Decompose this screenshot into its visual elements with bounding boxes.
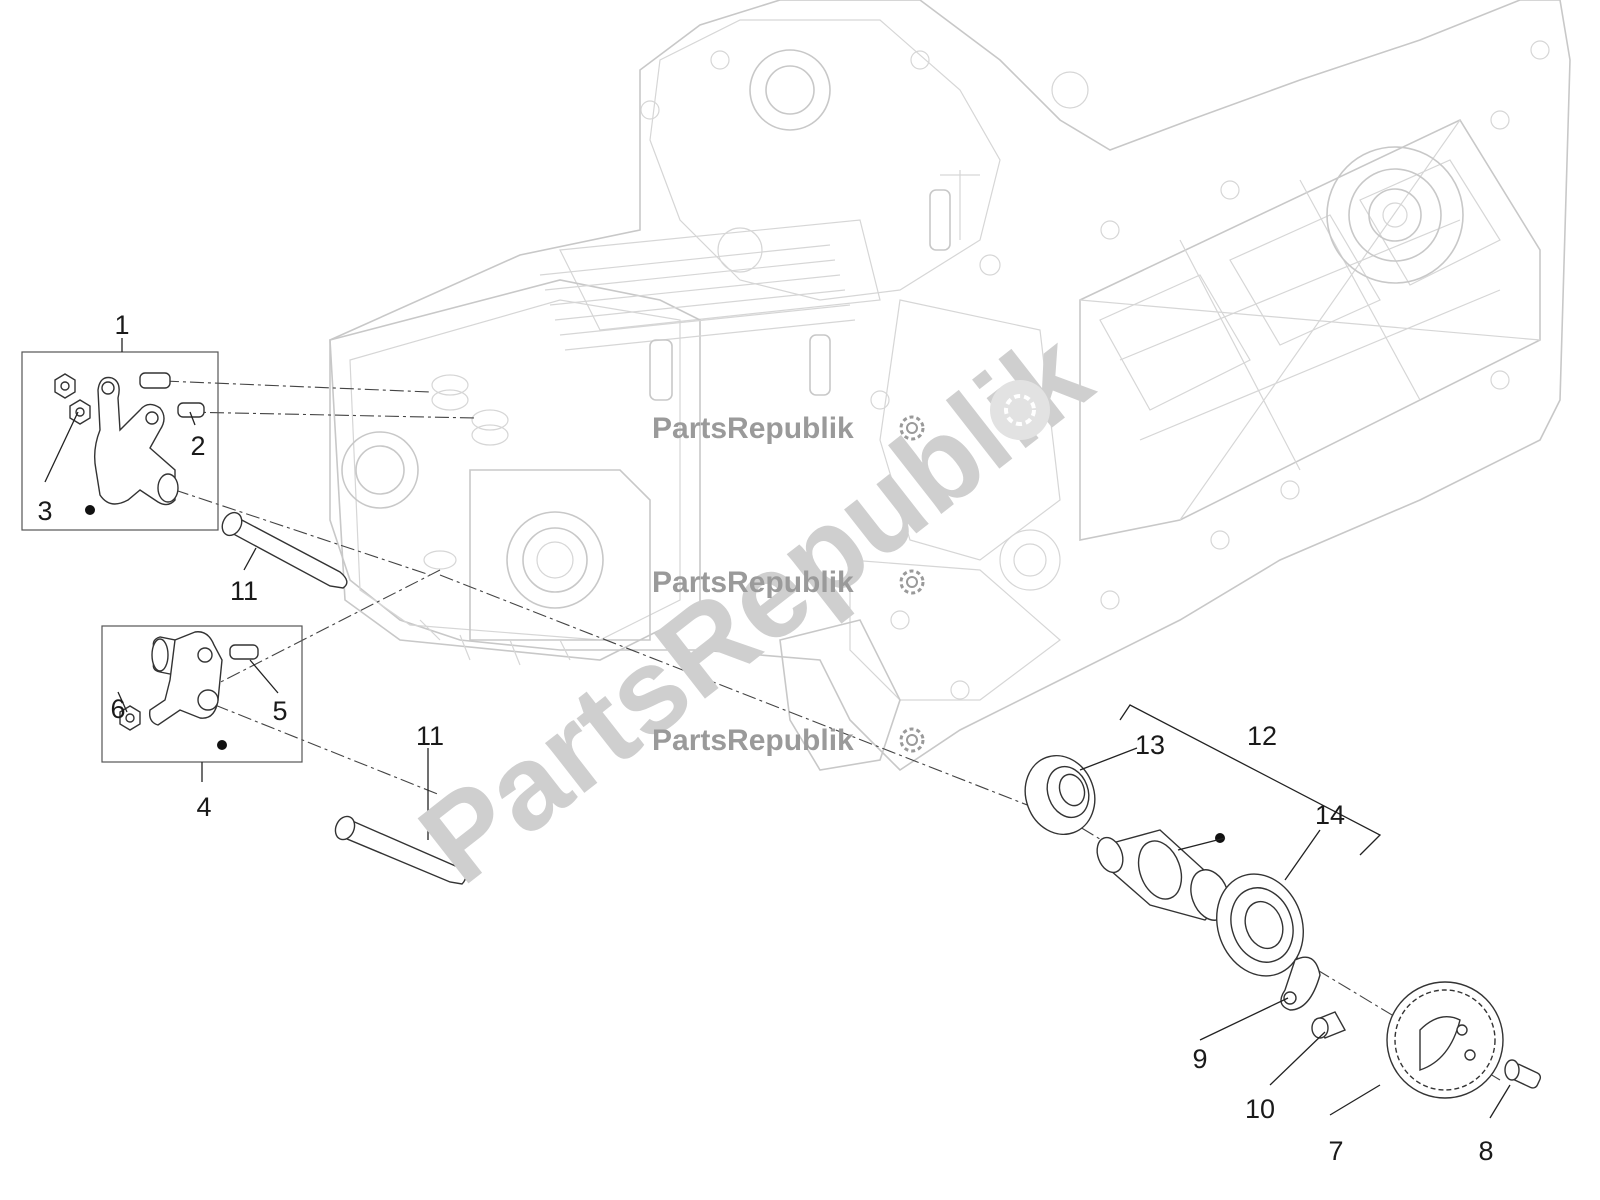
watermark-gear-logo <box>990 380 1050 440</box>
callout-7: 7 <box>1328 1136 1343 1166</box>
callout-13: 13 <box>1135 730 1165 760</box>
callout-8: 8 <box>1478 1136 1493 1166</box>
callout-4: 4 <box>196 792 211 822</box>
callout-9: 9 <box>1192 1044 1207 1074</box>
watermark-small-3: PartsRepublik <box>652 724 925 757</box>
rocker-arm-assembly-lower <box>101 625 303 782</box>
callout-labels: 1 2 3 4 5 6 7 8 9 10 11 11 12 13 14 <box>37 310 1493 1166</box>
callout-1: 1 <box>114 310 129 340</box>
watermark-small-text-3: PartsRepublik <box>652 724 854 757</box>
callout-11-lower: 11 <box>416 721 444 751</box>
callout-5: 5 <box>272 696 287 726</box>
callout-3: 3 <box>37 496 52 526</box>
callout-11-upper: 11 <box>230 576 258 606</box>
engine-crankcase-outline <box>329 0 1571 772</box>
watermark-small-2: PartsRepublik <box>652 566 925 599</box>
gear-icon <box>899 727 925 753</box>
callout-14: 14 <box>1315 800 1345 830</box>
watermark-small-text-1: PartsRepublik <box>652 412 854 445</box>
callout-10: 10 <box>1245 1094 1275 1124</box>
callout-2: 2 <box>190 431 205 461</box>
leader-lines <box>44 411 1511 1119</box>
watermark-small-1: PartsRepublik <box>652 412 925 445</box>
rocker-shaft-pin-lower <box>334 815 467 885</box>
camshaft-assembly <box>1024 704 1542 1099</box>
callout-12: 12 <box>1247 721 1277 751</box>
callout-6: 6 <box>110 694 125 724</box>
watermark-small-text-2: PartsRepublik <box>652 566 854 599</box>
gear-icon <box>899 415 925 441</box>
rocker-shaft-pin-upper <box>221 511 348 589</box>
gear-icon <box>899 569 925 595</box>
